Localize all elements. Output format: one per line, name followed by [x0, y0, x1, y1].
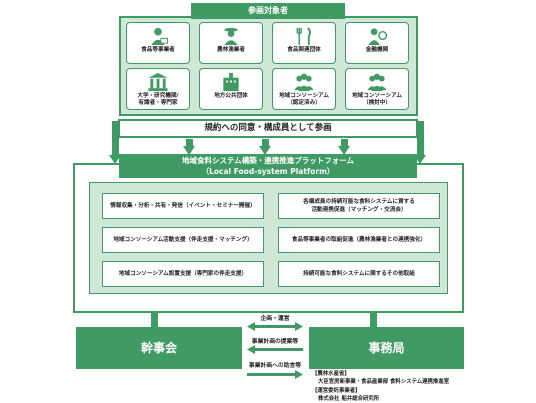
participants-title: 参画対象者 — [191, 3, 345, 19]
group-icon — [366, 72, 388, 92]
university-icon — [147, 72, 169, 92]
right-arrow-icon — [247, 370, 303, 379]
participant-card: 大学・研究機関/ 有識者・専門家 — [126, 68, 190, 110]
participant-label: 地方公共団体 — [200, 93, 262, 100]
connector — [151, 311, 158, 327]
note-ministry-heading: 【農林水産省】 — [312, 371, 532, 379]
left-arrow-icon — [247, 345, 303, 354]
participant-label: 地域コンソーシアム （認定済み） — [273, 93, 335, 107]
fork-knife-icon — [293, 26, 315, 46]
participant-label: 大学・研究機関/ 有識者・専門家 — [127, 93, 189, 107]
participant-label: 金融機関 — [346, 47, 408, 54]
farmer-basket-icon — [147, 26, 169, 46]
platform-title-sub: （Local Food-system Platform） — [119, 166, 417, 177]
activity-box: 持続可能な食料システムに関するその他取組 — [278, 261, 440, 287]
participant-card: 農林漁業者 — [199, 22, 263, 64]
double-arrow-icon — [247, 322, 303, 331]
secretariat-notes: 【農林水産省】 大臣官房新事業・食品産業部 食料システム連携推進室 【運営委託事… — [312, 371, 532, 403]
participant-card: 地方公共団体 — [199, 68, 263, 110]
activity-box: 情報収集・分析・共有・発信（イベント・セミナー開催） — [102, 193, 264, 219]
jimukyoku-box: 事務局 — [309, 327, 464, 369]
participant-label: 食品等事業者 — [127, 47, 189, 54]
platform-title-main: 地域食料システム構築・連携推進プラットフォーム — [119, 155, 417, 166]
participant-card: 食品関連団体 — [272, 22, 336, 64]
note-ministry-dept: 大臣官房新事業・食品産業部 食料システム連携推進室 — [312, 379, 532, 387]
participant-card: 地域コンソーシアム （検討中） — [345, 68, 409, 110]
activity-box: 地域コンソーシアム設置支援（専門家の伴走支援） — [102, 261, 264, 287]
arrow-label: 企画・運営 — [240, 313, 310, 322]
group-icon — [293, 72, 315, 92]
participant-label: 地域コンソーシアム （検討中） — [346, 93, 408, 107]
platform-title: 地域食料システム構築・連携推進プラットフォーム （Local Food-syst… — [119, 154, 417, 178]
participant-card: 金融機関 — [345, 22, 409, 64]
connector — [370, 311, 377, 327]
farmer-icon — [220, 26, 242, 46]
participant-label: 農林漁業者 — [200, 47, 262, 54]
participant-label: 食品関連団体 — [273, 47, 335, 54]
city-hall-icon — [220, 72, 242, 92]
activity-box: 食品等事業者の取組促進（農林漁業者との連携強化） — [278, 227, 440, 253]
kanjikai-box: 幹事会 — [76, 327, 242, 369]
participant-card: 地域コンソーシアム （認定済み） — [272, 68, 336, 110]
activity-box: 各構成員の持続可能な食料システムに資する 活動連携促進（マッチング・交流会） — [278, 193, 440, 219]
note-contractor-heading: 【運営委託事業者】 — [312, 388, 532, 396]
activity-box: 地域コンソーシアム活動支援（伴走支援・マッチング） — [102, 227, 264, 253]
arrow-label: 事業計画の提案等 — [240, 336, 310, 345]
agreement-bar: 規約への同意・構成員として参画 — [118, 119, 418, 138]
activities-panel: 情報収集・分析・共有・発信（イベント・セミナー開催） 地域コンソーシアム活動支援… — [89, 182, 448, 294]
participant-card: 食品等事業者 — [126, 22, 190, 64]
right-connector — [417, 121, 424, 155]
arrow-label: 事業計画への助言等 — [238, 360, 312, 369]
coin-person-icon — [366, 26, 388, 46]
